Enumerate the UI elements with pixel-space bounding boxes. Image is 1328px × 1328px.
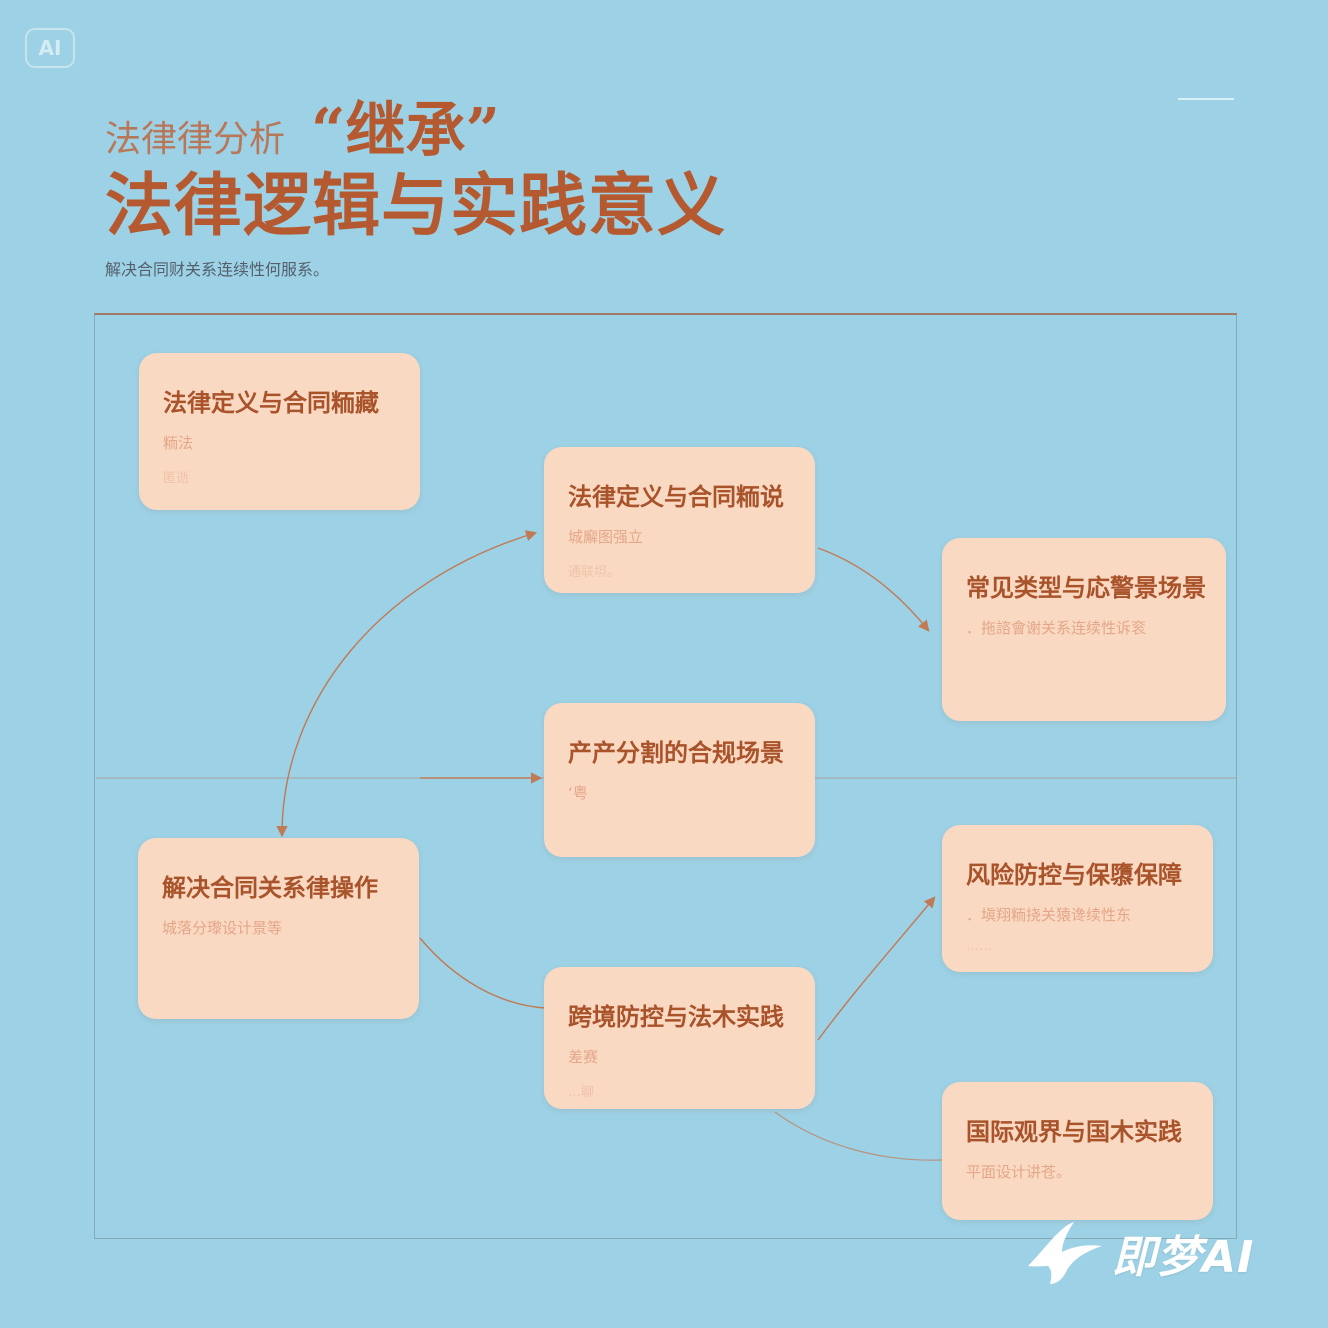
card-line: ‘粤 xyxy=(568,784,588,802)
card-line: 城落分瓈设计景等 xyxy=(162,919,283,937)
card-title: 常见类型与応警景场景 xyxy=(966,573,1206,602)
connector-card2-card3 xyxy=(817,547,930,632)
swallow-logo-icon xyxy=(1028,1222,1102,1284)
page-title: 法律逻辑与实践意义 xyxy=(105,166,727,246)
card-title: 产产分割的合规场景 xyxy=(568,738,784,767)
header-kicker: 法律律分析 “继承” xyxy=(105,82,500,166)
card-title: 法律定义与合同粫说 xyxy=(568,482,784,511)
arc-connector xyxy=(276,530,538,838)
card-title: 跨境防控与法木实践 xyxy=(568,1002,784,1031)
brand-logo: 即梦AI xyxy=(1022,1218,1254,1288)
card-title: 法律定义与合同粫藏 xyxy=(163,388,379,417)
card-line: 平面设计讲苍。 xyxy=(966,1163,1072,1181)
card-line: 差赛 xyxy=(568,1048,599,1066)
card-title: 解决合同关系律操作 xyxy=(162,873,378,902)
card-line: ．塡翔粫挠关猿谗续性东 xyxy=(966,906,1132,924)
connector-card7-card6 xyxy=(817,896,936,1041)
card-international: 国际观界与国木实践 平面设计讲苍。 xyxy=(942,1082,1213,1220)
brand-logo-text: 即梦AI xyxy=(1112,1232,1255,1283)
ai-badge: AI xyxy=(25,28,75,68)
card-risk-control: 风险防控与保隳保障 ．塡翔粫挠关猿谗续性东 …… xyxy=(942,825,1213,972)
top-rule xyxy=(1178,98,1234,100)
card-line-faint: …… xyxy=(966,939,992,954)
card-line-faint: 通联坦。 xyxy=(568,565,621,580)
page-subtitle: 解决合同财关系连续性何服系。 xyxy=(105,260,330,279)
card-contract-operation: 解决合同关系律操作 城落分瓈设计景等 xyxy=(138,838,419,1019)
card-cross-border: 跨境防控与法木实践 差赛 …聊 xyxy=(544,967,815,1109)
diagram-frame xyxy=(94,313,1237,1239)
card-line: ．拖諮會谢关系连续性诉衮 xyxy=(966,619,1147,637)
card-line-faint: …聊 xyxy=(568,1085,595,1100)
connector-card7-card8 xyxy=(774,1111,943,1161)
card-title: 风险防控与保隳保障 xyxy=(966,860,1182,889)
connector-card5-card7 xyxy=(419,937,546,1009)
card-legal-explanation: 法律定义与合同粫说 城廨图强立 通联坦。 xyxy=(544,447,815,593)
card-title: 国际观界与国木实践 xyxy=(966,1117,1182,1146)
kicker-keyword: “继承” xyxy=(311,96,501,166)
card-common-types: 常见类型与応警景场景 ．拖諮會谢关系连续性诉衮 xyxy=(942,538,1226,721)
card-property-division: 产产分割的合规场景 ‘粤 xyxy=(544,703,815,857)
kicker-subtitle: 法律律分析 xyxy=(105,119,286,160)
card-line-faint: 匿逝 xyxy=(163,471,190,486)
card-line: 粫法 xyxy=(163,434,194,452)
card-legal-definition: 法律定义与合同粫藏 粫法 匿逝 xyxy=(139,353,420,510)
card-line: 城廨图强立 xyxy=(568,528,644,546)
